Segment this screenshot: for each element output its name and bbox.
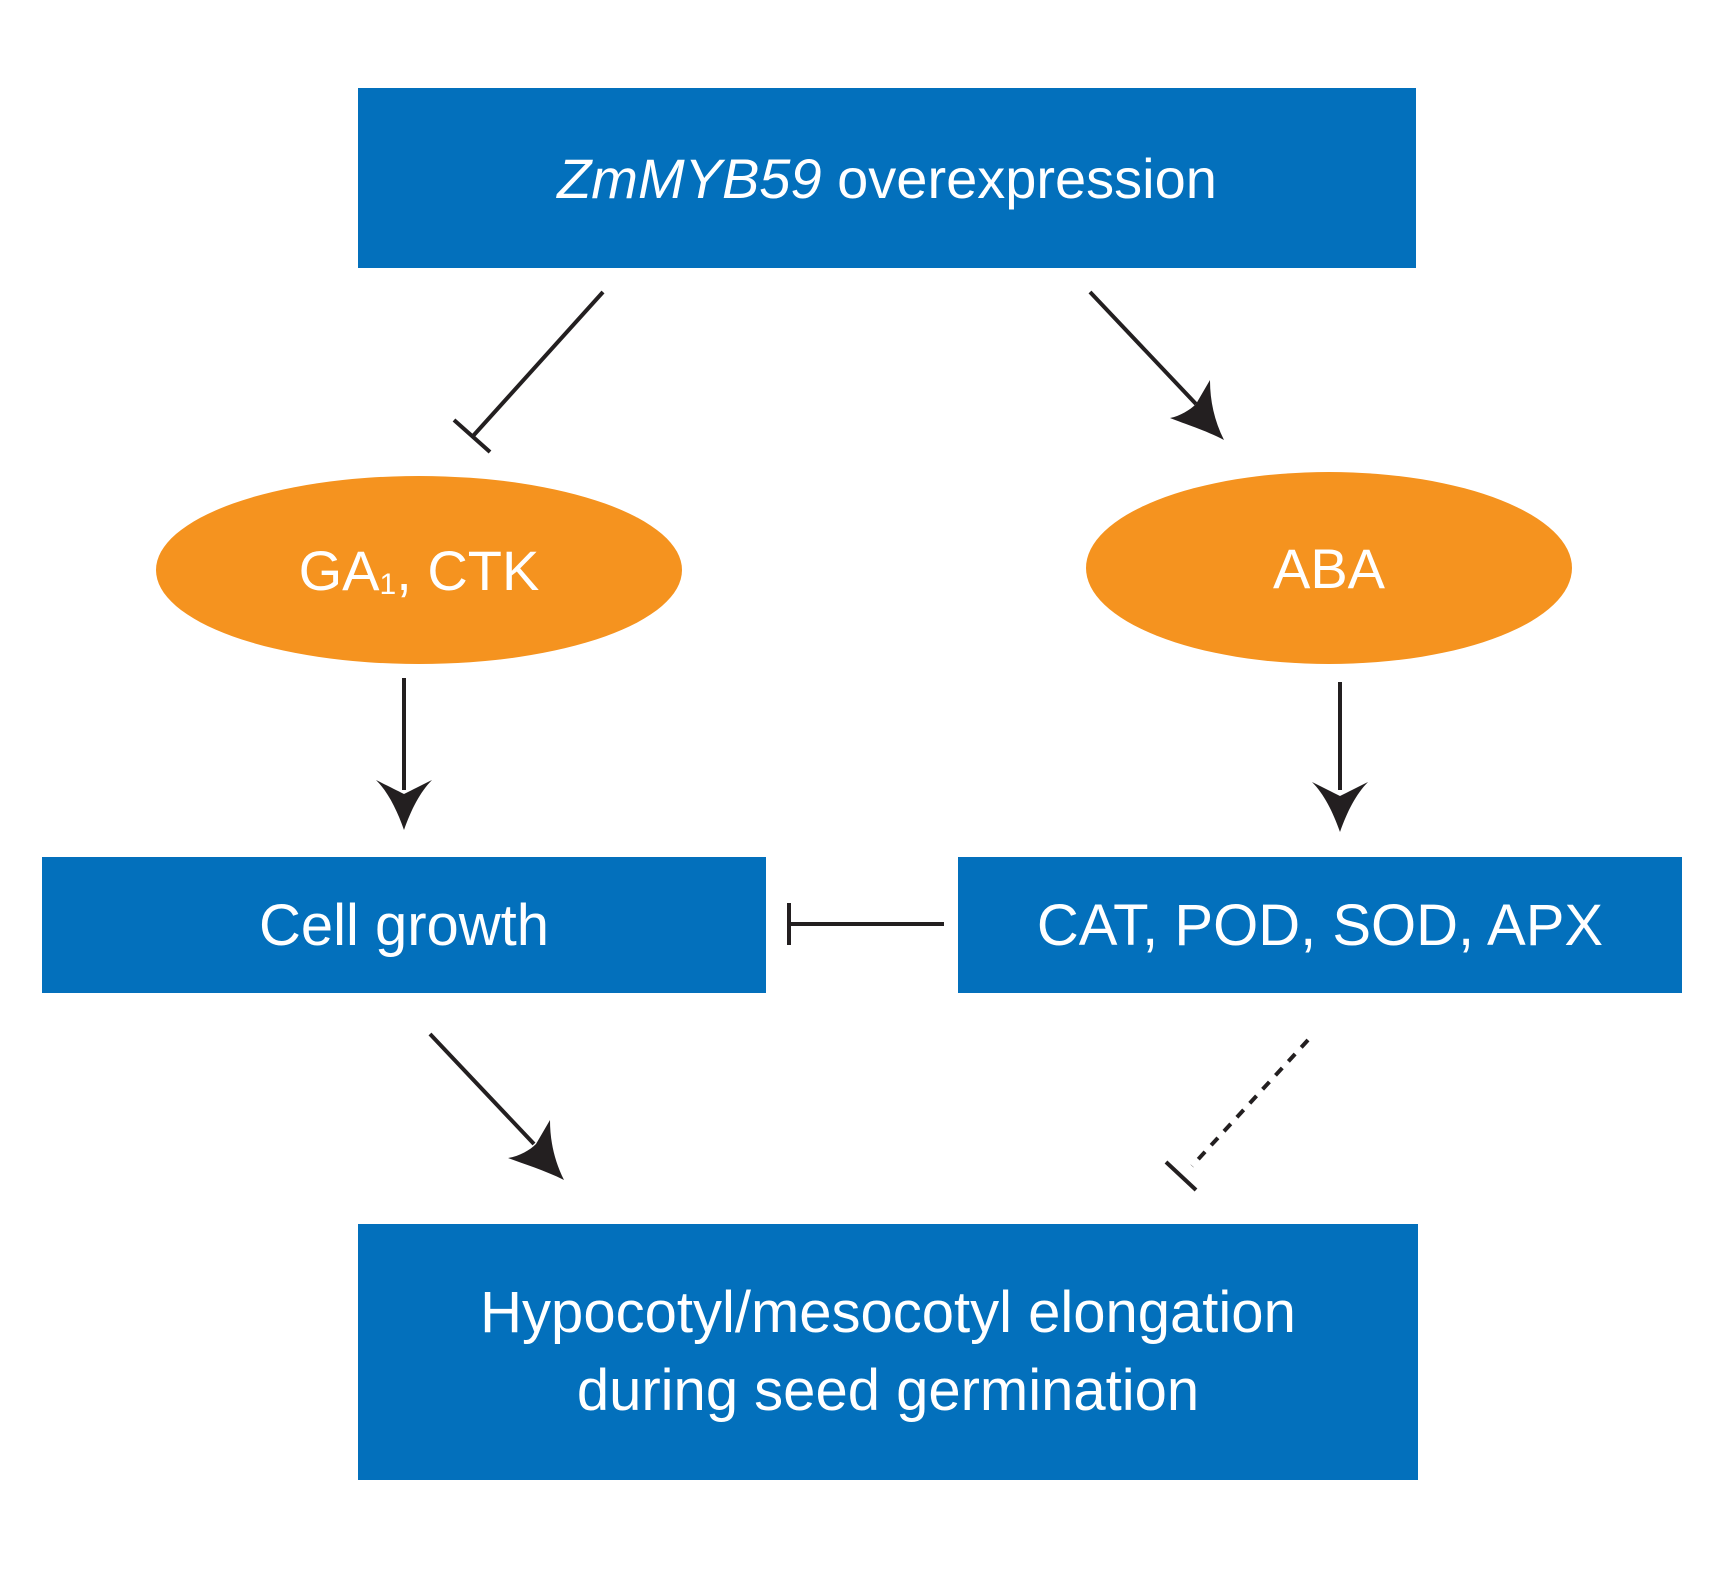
elongation-line-2: during seed germination [576,1358,1200,1423]
overexpression-label: ZmMYB59 overexpression [557,146,1217,211]
cell-growth-label: Cell growth [258,892,550,958]
edge-aba-to-enzymes-activate [1312,682,1368,832]
enzymes-label: CAT, POD, SOD, APX [1036,892,1604,958]
ga-ctk-label: GA1, CTK [299,538,540,603]
ga-ctk-ellipse: GA1, CTK [156,476,682,664]
elongation-line-1: Hypocotyl/mesocotyl elongation [480,1280,1296,1345]
arrowhead-aba [1170,380,1224,440]
ctk-text: , CTK [396,538,540,602]
edge-top-to-ga-inhibit [452,290,605,454]
aba-ellipse: ABA [1086,472,1572,664]
edge-top-to-aba-activate [1088,290,1224,440]
arrowhead-elongation [508,1120,564,1180]
cell-growth-box: Cell growth [42,857,766,993]
ga-text: GA [298,538,380,602]
gene-name: ZmMYB59 [557,146,822,210]
overexpression-box: ZmMYB59 overexpression [358,88,1416,268]
elongation-box: Hypocotyl/mesocotyl elongation during se… [358,1224,1418,1480]
edge-enzymes-to-cell-inhibit [787,903,944,945]
ga-subscript: 1 [379,567,397,601]
arrowhead-cell [376,780,432,830]
edge-cell-to-elongation-activate [428,1032,564,1180]
aba-label: ABA [1272,536,1386,600]
edge-enzymes-to-elongation-dashed-inhibit [1164,1038,1310,1192]
edge-ga-to-cell-activate [376,678,432,830]
overexpression-text: overexpression [821,146,1217,210]
enzymes-box: CAT, POD, SOD, APX [958,857,1682,993]
arrowhead-enzymes [1312,782,1368,832]
